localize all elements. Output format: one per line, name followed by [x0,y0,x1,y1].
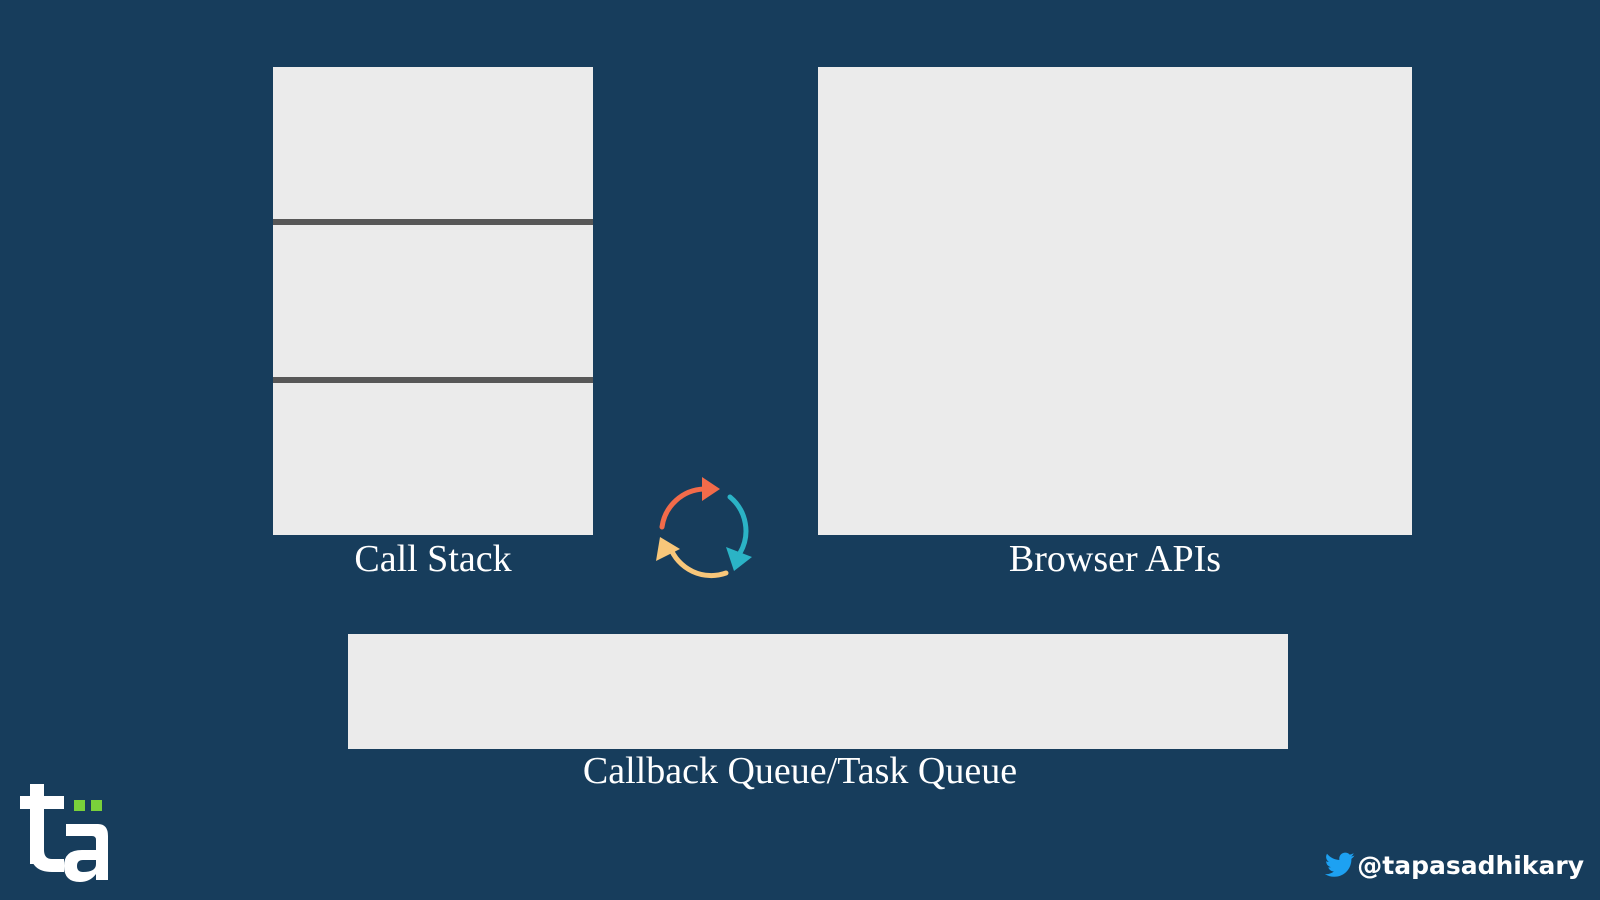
twitter-handle: @tapasadhikary [1325,852,1584,878]
call-stack-slot [273,67,593,219]
call-stack-label: Call Stack [354,538,512,580]
call-stack-divider [273,377,593,383]
callback-queue-panel [348,634,1288,749]
call-stack-slot [273,225,593,377]
call-stack-panel [273,67,593,535]
twitter-handle-text: @tapasadhikary [1357,850,1584,880]
twitter-bird-icon [1325,852,1355,877]
call-stack-slot [273,383,593,535]
callback-queue-label: Callback Queue/Task Queue [582,750,1018,792]
ta-logo [20,784,108,882]
browser-apis-panel [818,67,1412,535]
cycle-arrows-icon [656,477,752,579]
call-stack-divider [273,219,593,225]
browser-apis-label: Browser APIs [1008,538,1222,580]
